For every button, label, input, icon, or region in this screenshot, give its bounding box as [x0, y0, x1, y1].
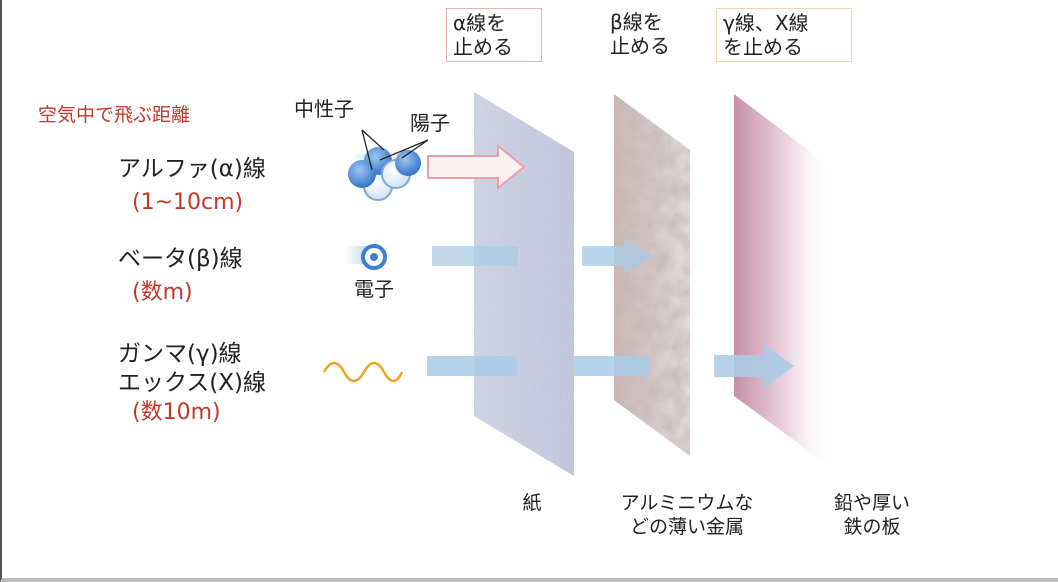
- beta-ray-distance: (数m): [132, 280, 193, 305]
- beta-stop-header: β線を 止める: [604, 8, 700, 60]
- air-distance-label: 空気中で飛ぶ距離: [38, 104, 191, 126]
- proton-label: 陽子: [410, 111, 450, 135]
- gamma-stop-header: γ線、X線 を止める: [716, 8, 852, 62]
- particle-pointer-lines: [361, 129, 429, 171]
- gamma-wave-icon: [322, 361, 404, 383]
- electron-label: 電子: [354, 277, 394, 301]
- alpha-stop-header: α線を 止める: [446, 8, 542, 62]
- aluminum-panel: [614, 94, 690, 456]
- alpha-ray-distance: (1~10cm): [132, 190, 244, 215]
- gamma-ray-arrow: [427, 344, 794, 388]
- gamma-ray-distance: (数10m): [132, 400, 221, 425]
- aluminum-caption: アルミニウムな どの薄い金属: [620, 492, 754, 538]
- paper-caption: 紙: [522, 492, 542, 514]
- neutron-label: 中性子: [294, 97, 354, 121]
- gamma-ray-name: ガンマ(γ)線 エックス(X)線: [118, 341, 267, 397]
- alpha-ray-name: アルファ(α)線: [118, 156, 266, 182]
- lead-panel: [734, 94, 832, 468]
- beta-ray-name: ベータ(β)線: [118, 246, 243, 272]
- alpha-particle-icon: [348, 147, 421, 201]
- lead-caption: 鉛や厚い 鉄の板: [833, 492, 910, 538]
- paper-panel: [474, 92, 574, 476]
- electron-icon: [361, 244, 387, 270]
